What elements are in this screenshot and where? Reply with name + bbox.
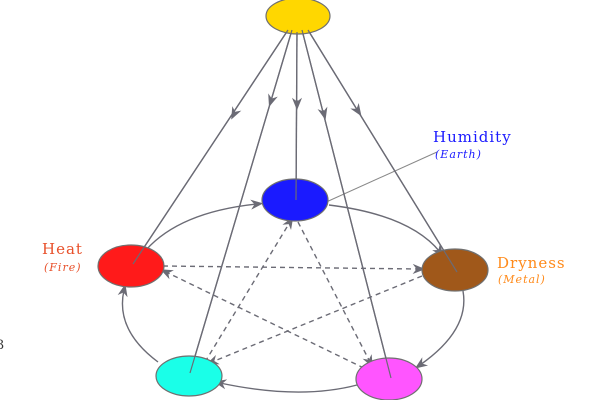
cycle-bottomright-bottomleft bbox=[213, 379, 358, 393]
heat-label: Heat bbox=[42, 240, 83, 258]
node-bottom-left bbox=[155, 355, 223, 397]
control-dryness-bottomleft bbox=[206, 275, 423, 365]
control-humidity-bottomright bbox=[297, 221, 373, 368]
control-bottomleft-humidity bbox=[204, 216, 294, 363]
node-humidity bbox=[261, 178, 329, 222]
heat-element: (Fire) bbox=[44, 261, 82, 274]
cycle-bottomleft-heat bbox=[117, 283, 159, 363]
control-bottomright-heat bbox=[160, 269, 373, 373]
node-heat bbox=[97, 244, 165, 288]
cycle-heat-humidity bbox=[145, 199, 264, 251]
edge-fragment-text: 3 bbox=[0, 338, 6, 353]
dryness-label: Dryness bbox=[497, 254, 566, 272]
cycle-humidity-dryness bbox=[328, 204, 444, 257]
humidity-label: Humidity bbox=[433, 128, 512, 146]
control-heat-dryness bbox=[162, 263, 426, 274]
dryness-element: (Metal) bbox=[498, 273, 546, 286]
cycle-dryness-bottomright bbox=[414, 290, 465, 369]
node-dryness bbox=[421, 248, 489, 292]
node-top bbox=[265, 0, 331, 35]
humidity-element: (Earth) bbox=[435, 148, 482, 161]
humidity-leader-line bbox=[312, 151, 438, 209]
node-bottom-right bbox=[355, 357, 423, 400]
